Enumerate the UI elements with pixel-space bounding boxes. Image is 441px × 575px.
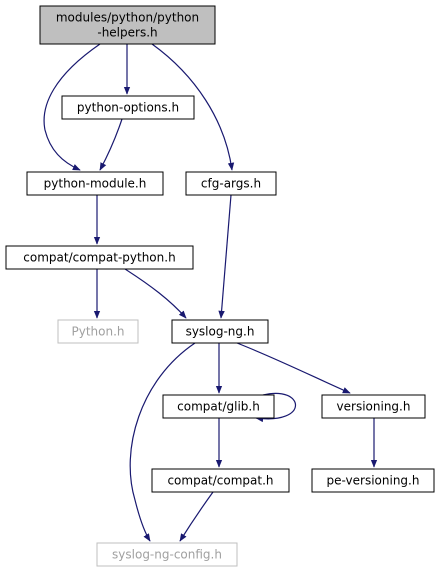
node-label: pe-versioning.h [327,474,420,488]
node-python[interactable]: Python.h [57,319,139,344]
node-box [96,542,238,567]
node-label: syslog-ng.h [186,325,255,339]
edge-syslogng-to-config [129,342,196,542]
node-label: compat/glib.h [177,400,260,414]
node-helpers[interactable]: modules/python/python-helpers.h [39,5,216,45]
edge-options-to-module [99,118,123,171]
node-label: python-options.h [77,101,179,115]
node-syslogng[interactable]: syslog-ng.h [171,319,269,344]
node-label: Python.h [71,325,124,339]
edge-compat-to-config [179,491,214,542]
node-label: modules/python/python [56,11,199,25]
node-layer: modules/python/python-helpers.h python-op… [5,5,435,567]
node-glib[interactable]: compat/glib.h [162,394,275,419]
node-label: cfg-args.h [201,177,261,191]
edge-layer [43,43,378,542]
edge-glib-to-glib [255,392,297,423]
node-compat[interactable]: compat/compat.h [151,468,290,493]
node-label: syslog-ng-config.h [112,548,222,562]
node-versioning[interactable]: versioning.h [321,394,426,419]
node-compatpython[interactable]: compat/compat-python.h [5,245,194,270]
edge-compatpython-to-syslogng [124,268,187,319]
node-box [162,394,275,419]
node-box [185,171,277,196]
node-label: compat/compat-python.h [23,251,175,265]
node-label: versioning.h [337,400,411,414]
node-peversioning[interactable]: pe-versioning.h [311,468,435,493]
node-options[interactable]: python-options.h [61,95,195,120]
node-label: -helpers.h [97,26,157,40]
edge-syslogng-to-versioning [236,342,351,394]
node-box [5,245,194,270]
node-box [39,5,216,45]
node-config[interactable]: syslog-ng-config.h [96,542,238,567]
node-box [311,468,435,493]
node-module[interactable]: python-module.h [26,171,164,196]
node-box [151,468,290,493]
node-label: compat/compat.h [167,474,273,488]
edge-helpers-to-cfgargs [151,43,235,171]
node-box [61,95,195,120]
edge-cfgargs-to-syslogng [218,194,232,319]
node-box [26,171,164,196]
node-box [171,319,269,344]
node-cfgargs[interactable]: cfg-args.h [185,171,277,196]
edge-helpers-to-module [43,43,101,171]
node-box [321,394,426,419]
node-label: python-module.h [44,177,147,191]
node-box [57,319,139,344]
